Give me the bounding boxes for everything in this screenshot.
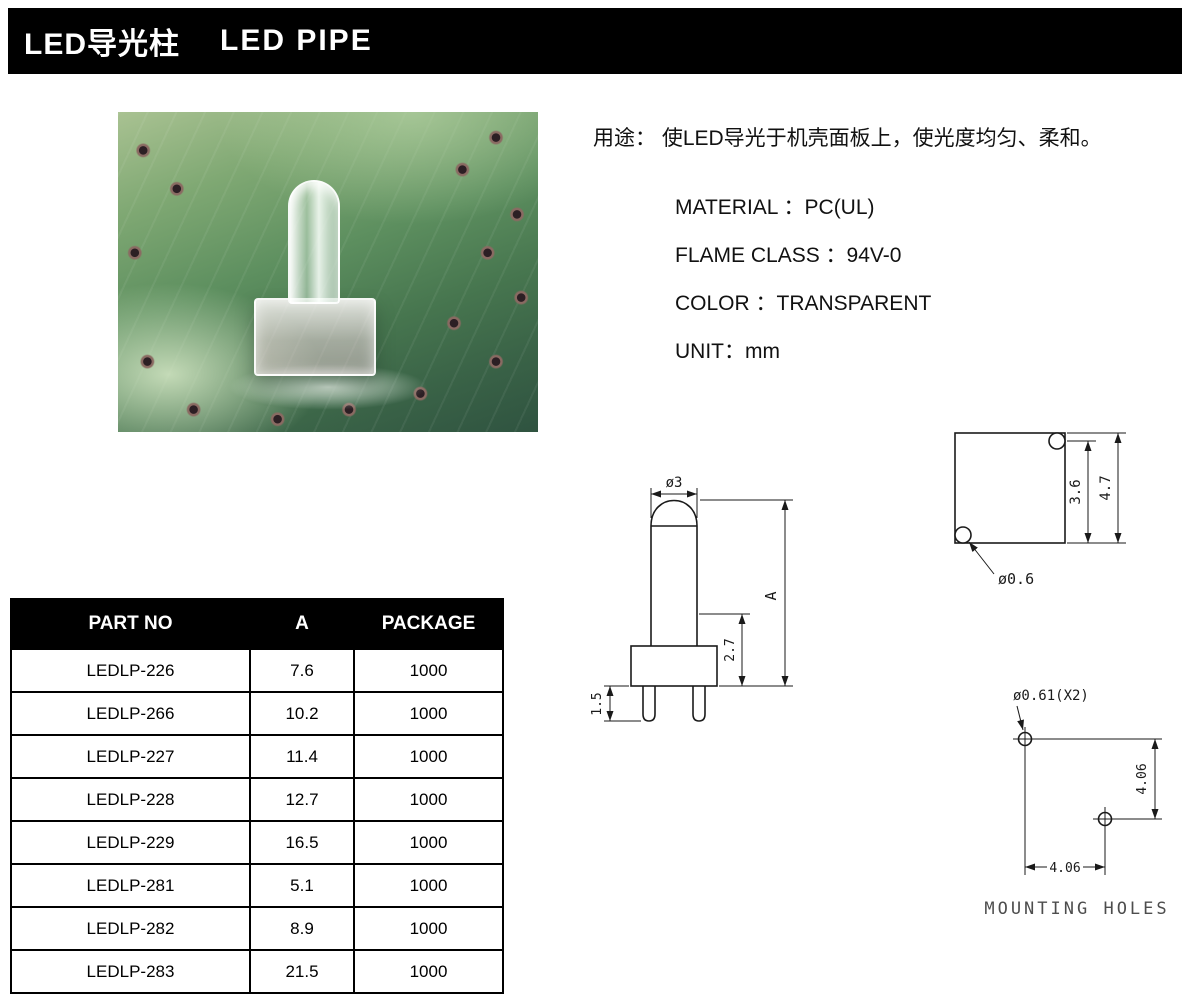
part-no-cell: LEDLP-266 bbox=[10, 691, 251, 736]
product-photo bbox=[118, 112, 538, 432]
package-cell: 1000 bbox=[353, 820, 504, 865]
col-header-part-no: PART NO bbox=[10, 598, 251, 650]
mounting-holes-drawing: ø0.61(X2) 4.06 4.06 MOUNTING HOLES bbox=[984, 688, 1169, 919]
package-cell: 1000 bbox=[353, 691, 504, 736]
part-no-cell: LEDLP-283 bbox=[10, 949, 251, 994]
part-no-cell: LEDLP-228 bbox=[10, 777, 251, 822]
a-cell: 11.4 bbox=[249, 734, 355, 779]
dim-a-label: A bbox=[762, 591, 780, 600]
title-chinese: LED导光柱 bbox=[24, 28, 180, 61]
top-view-drawing: 3.6 4.7 ø0.6 bbox=[954, 432, 1126, 588]
table-row: LEDLP-226 7.6 1000 bbox=[10, 648, 504, 693]
table-row: LEDLP-266 10.2 1000 bbox=[10, 691, 504, 736]
dim-dia06-label: ø0.6 bbox=[998, 570, 1034, 588]
part-no-cell: LEDLP-227 bbox=[10, 734, 251, 779]
dim-15-label: 1.5 bbox=[590, 692, 605, 715]
table-row: LEDLP-229 16.5 1000 bbox=[10, 820, 504, 865]
package-cell: 1000 bbox=[353, 648, 504, 693]
mounting-holes-caption: MOUNTING HOLES bbox=[984, 899, 1169, 919]
dim-36-label: 3.6 bbox=[1068, 479, 1084, 504]
led-pipe-base bbox=[254, 298, 376, 376]
title-english: LED PIPE bbox=[220, 24, 373, 57]
part-no-cell: LEDLP-281 bbox=[10, 863, 251, 908]
a-cell: 5.1 bbox=[249, 863, 355, 908]
dim-dia3-label: ø3 bbox=[666, 475, 683, 491]
dim-406v-label: 4.06 bbox=[1135, 763, 1150, 794]
table-row: LEDLP-282 8.9 1000 bbox=[10, 906, 504, 951]
table-row: LEDLP-227 11.4 1000 bbox=[10, 734, 504, 779]
part-no-cell: LEDLP-229 bbox=[10, 820, 251, 865]
table-row: LEDLP-228 12.7 1000 bbox=[10, 777, 504, 822]
spec-unit: UNIT：mm bbox=[675, 340, 780, 363]
col-header-a: A bbox=[249, 598, 355, 650]
dim-406h-label: 4.06 bbox=[1049, 861, 1080, 876]
usage-text: 用途： 使LED导光于机壳面板上，使光度均匀、柔和。 bbox=[593, 127, 1102, 150]
led-pipe-cylinder bbox=[288, 180, 340, 304]
package-cell: 1000 bbox=[353, 863, 504, 908]
package-cell: 1000 bbox=[353, 777, 504, 822]
a-cell: 21.5 bbox=[249, 949, 355, 994]
dim-47-label: 4.7 bbox=[1098, 475, 1114, 500]
a-cell: 8.9 bbox=[249, 906, 355, 951]
dim-27-label: 2.7 bbox=[723, 638, 738, 661]
part-no-cell: LEDLP-226 bbox=[10, 648, 251, 693]
table-row: LEDLP-283 21.5 1000 bbox=[10, 949, 504, 994]
package-cell: 1000 bbox=[353, 906, 504, 951]
spec-flame-class: FLAME CLASS ：94V-0 bbox=[675, 244, 902, 267]
package-cell: 1000 bbox=[353, 734, 504, 779]
table-row: LEDLP-281 5.1 1000 bbox=[10, 863, 504, 908]
a-cell: 7.6 bbox=[249, 648, 355, 693]
spec-color: COLOR ：TRANSPARENT bbox=[675, 292, 932, 315]
a-cell: 12.7 bbox=[249, 777, 355, 822]
dim-dia061-label: ø0.61(X2) bbox=[1013, 688, 1089, 704]
col-header-package: PACKAGE bbox=[353, 598, 504, 650]
a-cell: 16.5 bbox=[249, 820, 355, 865]
part-no-cell: LEDLP-282 bbox=[10, 906, 251, 951]
a-cell: 10.2 bbox=[249, 691, 355, 736]
parts-table: PART NO A PACKAGE LEDLP-226 7.6 1000 LED… bbox=[10, 598, 504, 994]
spec-list: MATERIAL ：PC(UL) FLAME CLASS ：94V-0 COLO… bbox=[675, 184, 931, 376]
package-cell: 1000 bbox=[353, 949, 504, 994]
spec-material: MATERIAL ：PC(UL) bbox=[675, 196, 875, 219]
page-header: LED导光柱 LED PIPE bbox=[8, 8, 1182, 74]
side-view-drawing: ø3 A 2.7 1.5 bbox=[590, 475, 793, 722]
table-header-row: PART NO A PACKAGE bbox=[10, 598, 504, 650]
